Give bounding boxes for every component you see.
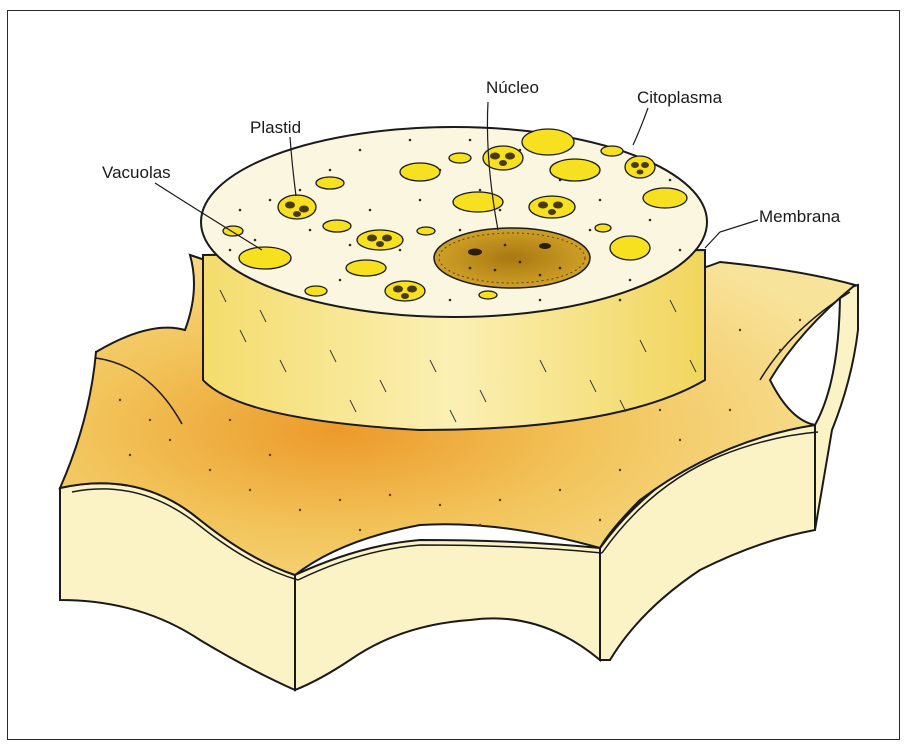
vacuole (643, 188, 687, 208)
plastid (278, 195, 316, 219)
nucleus (434, 228, 590, 288)
vacuole (449, 153, 471, 163)
nucleolus (468, 249, 482, 256)
plastid (357, 230, 403, 250)
vacuole (522, 129, 574, 155)
label-vacuolas: Vacuolas (102, 163, 171, 182)
vacuole (239, 247, 291, 269)
vacuole (417, 227, 435, 235)
vacuole (601, 146, 623, 156)
vacuole (479, 291, 497, 299)
nucleolus (539, 243, 551, 249)
label-plastid: Plastid (250, 118, 301, 137)
plastid (385, 281, 425, 301)
plastid (529, 196, 575, 218)
leader-membrana (705, 220, 758, 248)
label-nucleo: Núcleo (486, 78, 539, 97)
vacuole (305, 286, 327, 296)
vacuole (550, 159, 600, 181)
vacuole (453, 192, 503, 212)
vacuole (595, 224, 611, 232)
vacuole (323, 220, 351, 232)
cell-cylinder (201, 127, 707, 430)
label-membrana: Membrana (759, 207, 841, 226)
vacuole (610, 236, 650, 260)
vacuole (400, 163, 440, 181)
plastid (625, 156, 655, 178)
vacuole (346, 260, 386, 276)
wall-face-right (815, 285, 858, 530)
label-citoplasma: Citoplasma (637, 88, 723, 107)
leader-citoplasma (633, 108, 648, 145)
vacuole (316, 177, 344, 189)
